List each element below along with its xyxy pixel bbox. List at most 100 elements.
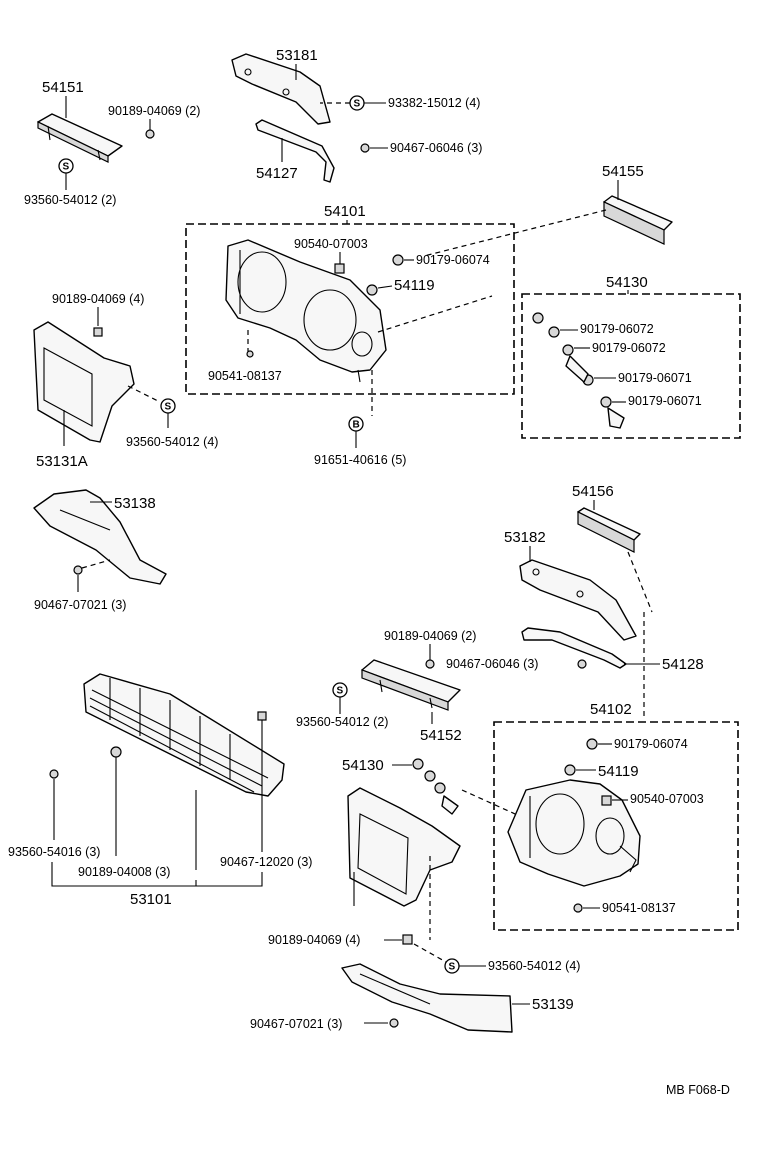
nut-icon — [246, 350, 254, 358]
nut-icon — [145, 129, 155, 139]
s-symbol-icon: S — [58, 158, 74, 174]
label-53182: 53182 — [504, 529, 546, 546]
label-91651-40616-5: 91651-40616 (5) — [314, 453, 406, 467]
label-90467-06046-3b: 90467-06046 (3) — [446, 657, 538, 671]
screw-icon — [366, 284, 378, 296]
clip-icon — [601, 795, 612, 806]
label-90179-06074a: 90179-06074 — [416, 253, 490, 267]
label-93560-54012-2b: 93560-54012 (2) — [296, 715, 388, 729]
nut-icon — [548, 326, 560, 338]
nut-icon — [434, 782, 446, 794]
screw-icon — [49, 769, 59, 779]
part-54152-cover — [361, 659, 461, 711]
s-symbol-icon: S — [160, 398, 176, 414]
svg-text:S: S — [449, 962, 456, 973]
svg-text:S: S — [337, 686, 344, 697]
label-90179-06071b: 90179-06071 — [628, 394, 702, 408]
label-90189-04069-2b: 90189-04069 (2) — [384, 629, 476, 643]
nut-icon — [392, 254, 404, 266]
part-53139-support — [341, 963, 513, 1033]
svg-text:B: B — [353, 420, 360, 431]
label-90541-08137b: 90541-08137 — [602, 901, 676, 915]
part-54128-bracket — [521, 627, 627, 669]
assembly-box-54101 — [185, 223, 515, 395]
part-53138-support — [33, 489, 167, 585]
svg-text:S: S — [63, 162, 70, 173]
label-93560-54016-3: 93560-54016 (3) — [8, 845, 100, 859]
diagram-code: MB F068-D — [666, 1083, 730, 1097]
label-54152: 54152 — [420, 727, 462, 744]
nut-icon — [93, 327, 103, 337]
nut-icon — [402, 934, 413, 945]
part-53101-grille — [83, 673, 285, 797]
clip-icon — [257, 711, 267, 721]
b-symbol-icon: B — [348, 416, 364, 432]
label-90540-07003a: 90540-07003 — [294, 237, 368, 251]
label-54127: 54127 — [256, 165, 298, 182]
part-53131A-bracket — [33, 321, 135, 446]
label-90467-06046-3a: 90467-06046 (3) — [390, 141, 482, 155]
nut-icon — [586, 738, 598, 750]
label-53181: 53181 — [276, 47, 318, 64]
label-54119b: 54119 — [598, 763, 639, 780]
label-93560-54012-4a: 93560-54012 (4) — [126, 435, 218, 449]
label-54102: 54102 — [590, 701, 632, 718]
label-54151: 54151 — [42, 79, 84, 96]
part-53182-bracket — [519, 559, 637, 641]
clip-icon — [334, 263, 345, 274]
screw-icon — [564, 764, 576, 776]
nut-icon — [424, 770, 436, 782]
label-90179-06074b: 90179-06074 — [614, 737, 688, 751]
label-54101: 54101 — [324, 203, 366, 220]
label-54156: 54156 — [572, 483, 614, 500]
label-90179-06071a: 90179-06071 — [618, 371, 692, 385]
part-54151-cover — [37, 113, 123, 163]
assembly-box-54130a — [521, 293, 741, 439]
nut-icon — [573, 903, 583, 913]
s-symbol-icon: S — [332, 682, 348, 698]
label-53101: 53101 — [130, 891, 172, 908]
s-symbol-icon: S — [349, 95, 365, 111]
part-54101-housing — [225, 239, 387, 383]
bolt-icon — [73, 565, 83, 575]
label-90179-06072a: 90179-06072 — [580, 322, 654, 336]
part-53139-frame — [347, 787, 461, 907]
label-53139: 53139 — [532, 996, 574, 1013]
s-symbol-icon: S — [444, 958, 460, 974]
bolt-icon — [360, 143, 370, 153]
part-54102-housing — [507, 779, 641, 887]
label-90189-04069-2a: 90189-04069 (2) — [108, 104, 200, 118]
label-90540-07003b: 90540-07003 — [630, 792, 704, 806]
part-54156-pad — [577, 507, 641, 553]
label-90467-12020-3: 90467-12020 (3) — [220, 855, 312, 869]
label-54130a: 54130 — [606, 274, 648, 291]
svg-text:S: S — [354, 99, 361, 110]
label-54155: 54155 — [602, 163, 644, 180]
svg-text:S: S — [165, 402, 172, 413]
nut-icon — [425, 659, 435, 669]
part-54155-pad — [603, 195, 673, 245]
label-93560-54012-4b: 93560-54012 (4) — [488, 959, 580, 973]
nut-icon — [110, 746, 122, 758]
nut-icon — [532, 312, 544, 324]
label-93382-15012-4: 93382-15012 (4) — [388, 96, 480, 110]
nut-icon — [412, 758, 424, 770]
assembly-box-54102 — [493, 721, 739, 931]
label-90541-08137a: 90541-08137 — [208, 369, 282, 383]
label-54119a: 54119 — [394, 277, 435, 294]
label-90467-07021-3b: 90467-07021 (3) — [250, 1017, 342, 1031]
label-90189-04069-4b: 90189-04069 (4) — [268, 933, 360, 947]
label-53131A: 53131A — [36, 453, 88, 470]
label-90189-04008-3: 90189-04008 (3) — [78, 865, 170, 879]
label-90179-06072b: 90179-06072 — [592, 341, 666, 355]
label-90467-07021-3a: 90467-07021 (3) — [34, 598, 126, 612]
label-93560-54012-2a: 93560-54012 (2) — [24, 193, 116, 207]
part-53181-bracket — [231, 53, 331, 125]
label-53138: 53138 — [114, 495, 156, 512]
bolt-icon — [389, 1018, 399, 1028]
nut-icon — [600, 396, 612, 408]
nut-icon — [562, 344, 574, 356]
bolt-icon — [577, 659, 587, 669]
label-54130b: 54130 — [342, 757, 384, 774]
